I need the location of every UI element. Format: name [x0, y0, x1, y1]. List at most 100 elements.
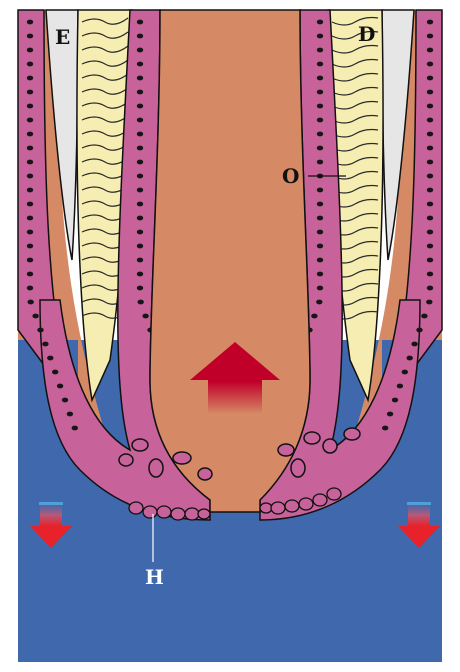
cell-nucleus [416, 328, 422, 333]
label-h: H [145, 565, 164, 589]
cell-nucleus [317, 216, 323, 221]
cell-nucleus [427, 286, 433, 291]
cell-nucleus [137, 216, 143, 221]
cell-nucleus [137, 34, 143, 39]
cell-nucleus [427, 174, 433, 179]
cell-nucleus [317, 132, 323, 137]
cell-nucleus [317, 244, 323, 249]
cell-nucleus [137, 20, 143, 25]
cell-nucleus [137, 76, 143, 81]
cell-nucleus [137, 160, 143, 165]
cell-nucleus [317, 258, 323, 263]
cell-nucleus [317, 272, 323, 277]
label-e: E [55, 25, 70, 49]
cell-nucleus [387, 412, 393, 417]
cell-nucleus [142, 314, 148, 319]
cell-nucleus [137, 174, 143, 179]
cell-nucleus [316, 300, 322, 305]
cell-nucleus [317, 286, 323, 291]
cell-nucleus [421, 314, 427, 319]
cell-nucleus [27, 202, 33, 207]
cell-nucleus [27, 286, 33, 291]
cell-nucleus [27, 48, 33, 53]
label-o: O [282, 164, 299, 188]
cell-nucleus [137, 132, 143, 137]
cell-nucleus [317, 104, 323, 109]
cell-nucleus [27, 230, 33, 235]
cell-nucleus [47, 356, 53, 361]
cell-nucleus [27, 258, 33, 263]
cell-nucleus [427, 216, 433, 221]
cell-nucleus [27, 160, 33, 165]
cell-nucleus [67, 412, 73, 417]
cell-nucleus [42, 342, 48, 347]
cell-nucleus [137, 90, 143, 95]
cell-nucleus [137, 258, 143, 263]
cell-nucleus [427, 118, 433, 123]
cell-nucleus [427, 20, 433, 25]
cell-nucleus [317, 118, 323, 123]
cell-nucleus [27, 76, 33, 81]
cell-nucleus [427, 272, 433, 277]
cell-nucleus [317, 34, 323, 39]
cell-nucleus [27, 118, 33, 123]
cell-nucleus [317, 188, 323, 193]
dental-pulp [150, 10, 310, 512]
cell-nucleus [137, 230, 143, 235]
cell-nucleus [317, 146, 323, 151]
cell-nucleus [137, 104, 143, 109]
cell-nucleus [28, 300, 34, 305]
cell-nucleus [52, 370, 58, 375]
cell-nucleus [137, 146, 143, 151]
cell-nucleus [27, 20, 33, 25]
cell-nucleus [317, 90, 323, 95]
cell-nucleus [137, 244, 143, 249]
cell-nucleus [317, 62, 323, 67]
cell-nucleus [57, 384, 63, 389]
cell-nucleus [426, 300, 432, 305]
cell-nucleus [317, 202, 323, 207]
cell-nucleus [137, 48, 143, 53]
cell-nucleus [427, 90, 433, 95]
cell-nucleus [62, 398, 68, 403]
cell-nucleus [317, 20, 323, 25]
cell-nucleus [32, 314, 38, 319]
cell-nucleus [27, 90, 33, 95]
cell-nucleus [427, 48, 433, 53]
cell-nucleus [27, 174, 33, 179]
cell-nucleus [317, 230, 323, 235]
cell-nucleus [427, 146, 433, 151]
cell-nucleus [407, 356, 413, 361]
cell-nucleus [427, 34, 433, 39]
cell-nucleus [137, 188, 143, 193]
cell-nucleus [27, 62, 33, 67]
cell-nucleus [137, 286, 143, 291]
cell-nucleus [27, 272, 33, 277]
cell-nucleus [427, 62, 433, 67]
cell-nucleus [427, 244, 433, 249]
cell-nucleus [317, 48, 323, 53]
cell-nucleus [72, 426, 78, 431]
cell-nucleus [382, 426, 388, 431]
cell-nucleus [27, 132, 33, 137]
cell-nucleus [427, 258, 433, 263]
cell-nucleus [137, 62, 143, 67]
cell-nucleus [317, 160, 323, 165]
cell-nucleus [427, 202, 433, 207]
label-d: D [358, 22, 375, 46]
cell-nucleus [427, 104, 433, 109]
cell-nucleus [27, 104, 33, 109]
cell-nucleus [392, 398, 398, 403]
cell-nucleus [27, 216, 33, 221]
cell-nucleus [137, 202, 143, 207]
cell-nucleus [402, 370, 408, 375]
cell-nucleus [427, 132, 433, 137]
cell-nucleus [27, 146, 33, 151]
cell-nucleus [427, 230, 433, 235]
cell-nucleus [317, 76, 323, 81]
cell-nucleus [137, 118, 143, 123]
cell-nucleus [427, 160, 433, 165]
cell-nucleus [137, 272, 143, 277]
cell-nucleus [138, 300, 144, 305]
